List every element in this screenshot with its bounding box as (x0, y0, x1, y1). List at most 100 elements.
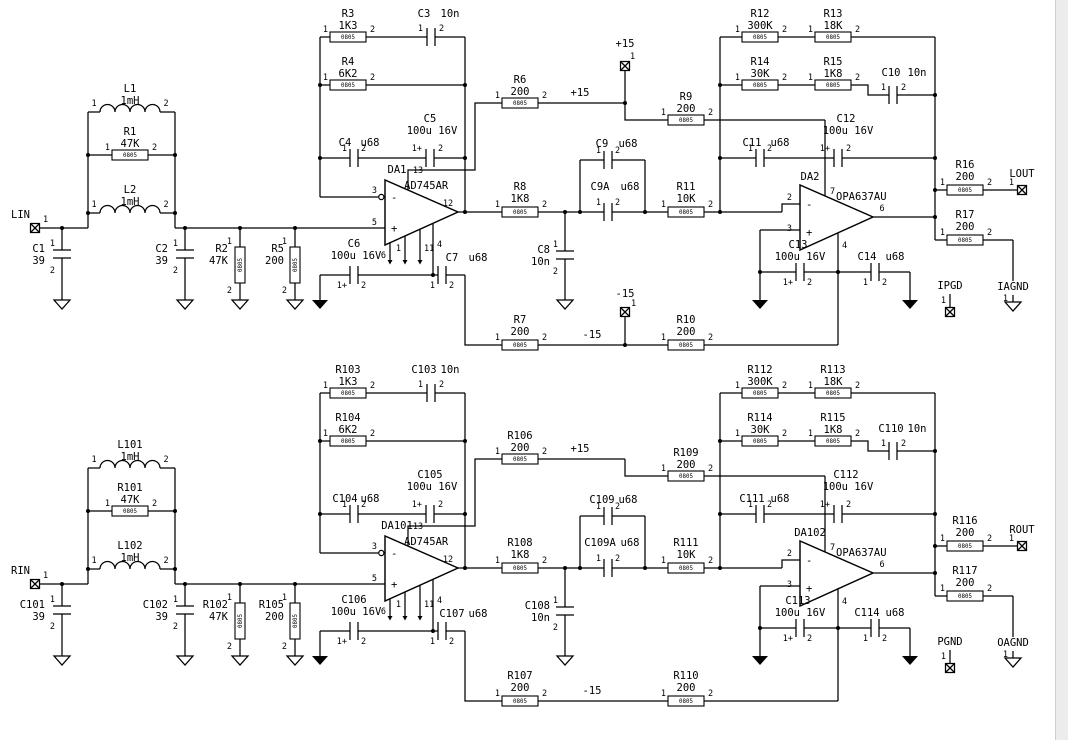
resistor[interactable]: R116 200 1 2 (940, 515, 992, 552)
capacitor[interactable]: C11 u68 1 2 (743, 137, 790, 168)
resistor[interactable]: R12 300K 1 2 (735, 8, 787, 43)
capacitor[interactable]: C9A u68 1 2 (591, 181, 640, 222)
vertical-scrollbar[interactable] (1055, 0, 1068, 740)
resistor[interactable]: R101 47K 1 2 (105, 482, 157, 517)
pad-ground-port[interactable]: IPGD 1 (937, 280, 963, 318)
resistor[interactable]: R13 18K 1 2 (808, 8, 860, 43)
pin-label: 1 (941, 652, 946, 662)
resistor[interactable]: R117 200 1 2 (940, 565, 992, 602)
capacitor[interactable]: C2 39 1 2 (155, 239, 194, 310)
pin-label: 1 (418, 380, 423, 390)
resistor[interactable]: R111 10K 1 2 (661, 537, 713, 574)
ref-label: L102 (117, 540, 142, 552)
pin-label: 2 (553, 623, 558, 633)
opamp[interactable]: DA101 13 AD745AR - + 3 5 12 6 1 11 4 (372, 520, 460, 621)
resistor[interactable]: R9 200 1 2 (661, 91, 713, 126)
capacitor[interactable]: C108 10n 1 2 (525, 596, 574, 666)
pad-ground-port[interactable]: PGND 1 (937, 636, 963, 674)
inductor[interactable]: L1 1mH 1 2 (91, 83, 169, 113)
resistor[interactable]: R8 1K8 1 2 (495, 181, 547, 218)
resistor[interactable]: R1 47K 1 2 (105, 126, 157, 161)
capacitor-polarized[interactable]: C112 100u 16V 1+ 2 (820, 469, 874, 524)
resistor[interactable]: R114 30K 1 2 (735, 412, 787, 447)
ref-label: R2 (215, 243, 228, 255)
supply-ports[interactable]: +15 1 -15 1 (616, 38, 637, 347)
output-port[interactable]: LOUT 1 (1009, 168, 1035, 196)
capacitor-polarized[interactable]: C13 100u 16V 1+ 2 (775, 239, 826, 288)
value-label: 1K8 (511, 549, 530, 561)
analog-ground-port[interactable]: OAGND 1 (997, 637, 1029, 668)
output-port[interactable]: ROUT 1 (1009, 524, 1035, 552)
capacitor-polarized[interactable]: C105 100u 16V 1+ 2 (407, 469, 458, 524)
capacitor[interactable]: C110 10n 1 2 (878, 423, 926, 461)
pin-label: 2 (439, 380, 444, 390)
resistor[interactable]: R113 18K 1 2 (808, 364, 860, 399)
resistor[interactable]: R2 47K 1 2 (209, 237, 249, 310)
resistor[interactable]: R6 200 1 2 (495, 74, 547, 109)
resistor[interactable]: R15 1K8 1 2 (808, 56, 860, 91)
resistor[interactable]: R106 200 1 2 (495, 430, 547, 465)
port-label: IPGD (937, 280, 962, 292)
resistor[interactable]: R17 200 1 2 (940, 209, 992, 246)
input-port[interactable]: LIN 1 (11, 209, 48, 234)
pin-label: 1 (631, 299, 636, 309)
pin-label: 2 (227, 286, 232, 296)
resistor[interactable]: R112 300K 1 2 (735, 364, 787, 399)
inductor[interactable]: L102 1mH 1 2 (91, 540, 169, 570)
opamp[interactable]: DA1 13 AD745AR - + 3 5 12 6 1 11 4 (372, 164, 460, 265)
resistor[interactable]: R7 200 1 2 (495, 314, 547, 351)
capacitor[interactable]: C103 10n 1 2 (411, 364, 459, 403)
capacitor-polarized[interactable]: C113 100u 16V 1+ 2 (775, 595, 826, 644)
resistor[interactable]: R5 200 1 2 (265, 237, 304, 310)
analog-ground-port[interactable]: IAGND 1 (997, 281, 1029, 312)
opamp[interactable]: DA102 OPA637AU 7 - + 2 3 6 4 (787, 527, 887, 608)
capacitor[interactable]: C7 u68 1 2 (430, 252, 488, 291)
capacitor[interactable]: C1 39 1 2 (32, 239, 71, 310)
capacitor-polarized[interactable]: C6 100u 16V 1+ 2 (331, 238, 382, 291)
capacitor[interactable]: C14 u68 1 2 (858, 251, 905, 288)
capacitor[interactable]: C3 10n 1 2 (418, 8, 460, 47)
capacitor[interactable]: C4 u68 1 2 (339, 137, 380, 168)
resistor[interactable]: R16 200 1 2 (940, 159, 992, 196)
resistor[interactable]: R4 6K2 1 2 (323, 56, 375, 91)
pin-label: 1+ (337, 281, 347, 291)
io-port-icon (29, 578, 41, 590)
resistor[interactable]: R109 200 1 2 (661, 447, 713, 482)
inductor[interactable]: L2 1mH 1 2 (91, 184, 169, 214)
resistor[interactable]: R107 200 1 2 (495, 670, 547, 707)
io-port-icon (944, 662, 956, 674)
capacitor[interactable]: C109A u68 1 2 (584, 537, 639, 578)
capacitor[interactable]: C101 39 1 2 (20, 595, 71, 666)
capacitor-polarized[interactable]: C5 100u 16V 1+ 2 (407, 113, 458, 168)
ref-label: DA102 (794, 527, 826, 539)
resistor[interactable]: R102 47K 1 2 (203, 593, 249, 666)
capacitor[interactable]: C104 u68 1 2 (332, 493, 379, 524)
capacitor[interactable]: C9 u68 1 2 (596, 138, 638, 170)
opamp[interactable]: DA2 OPA637AU 7 - + 2 3 6 4 (787, 171, 887, 252)
capacitor[interactable]: C114 u68 1 2 (854, 607, 904, 644)
value-label: 100u 16V (331, 606, 382, 618)
capacitor[interactable]: C111 u68 1 2 (739, 493, 789, 524)
inductor[interactable]: L101 1mH 1 2 (91, 439, 169, 469)
resistor[interactable]: R115 1K8 1 2 (808, 412, 860, 447)
capacitor[interactable]: C10 10n 1 2 (881, 67, 927, 105)
capacitor-polarized[interactable]: C106 100u 16V 1+ 2 (331, 594, 382, 647)
resistor[interactable]: R104 6K2 1 2 (323, 412, 375, 447)
pin-label: 2 (173, 622, 178, 632)
resistor[interactable]: R108 1K8 1 2 (495, 537, 547, 574)
input-port[interactable]: RIN 1 (11, 565, 48, 590)
capacitor[interactable]: C8 10n 1 2 (531, 240, 574, 310)
capacitor[interactable]: C109 u68 1 2 (589, 494, 637, 526)
resistor[interactable]: R11 10K 1 2 (661, 181, 713, 218)
resistor[interactable]: R110 200 1 2 (661, 670, 713, 707)
resistor[interactable]: R14 30K 1 2 (735, 56, 787, 91)
resistor[interactable]: R3 1K3 1 2 (323, 8, 375, 43)
resistor[interactable]: R10 200 1 2 (661, 314, 713, 351)
capacitor[interactable]: C107 u68 1 2 (430, 608, 488, 647)
port-label: PGND (937, 636, 962, 648)
capacitor-polarized[interactable]: C12 100u 16V 1+ 2 (820, 113, 874, 168)
ref-label: R110 (673, 670, 698, 682)
resistor[interactable]: R103 1K3 1 2 (323, 364, 375, 399)
resistor[interactable]: R105 200 1 2 (259, 593, 304, 666)
capacitor[interactable]: C102 39 1 2 (143, 595, 194, 666)
